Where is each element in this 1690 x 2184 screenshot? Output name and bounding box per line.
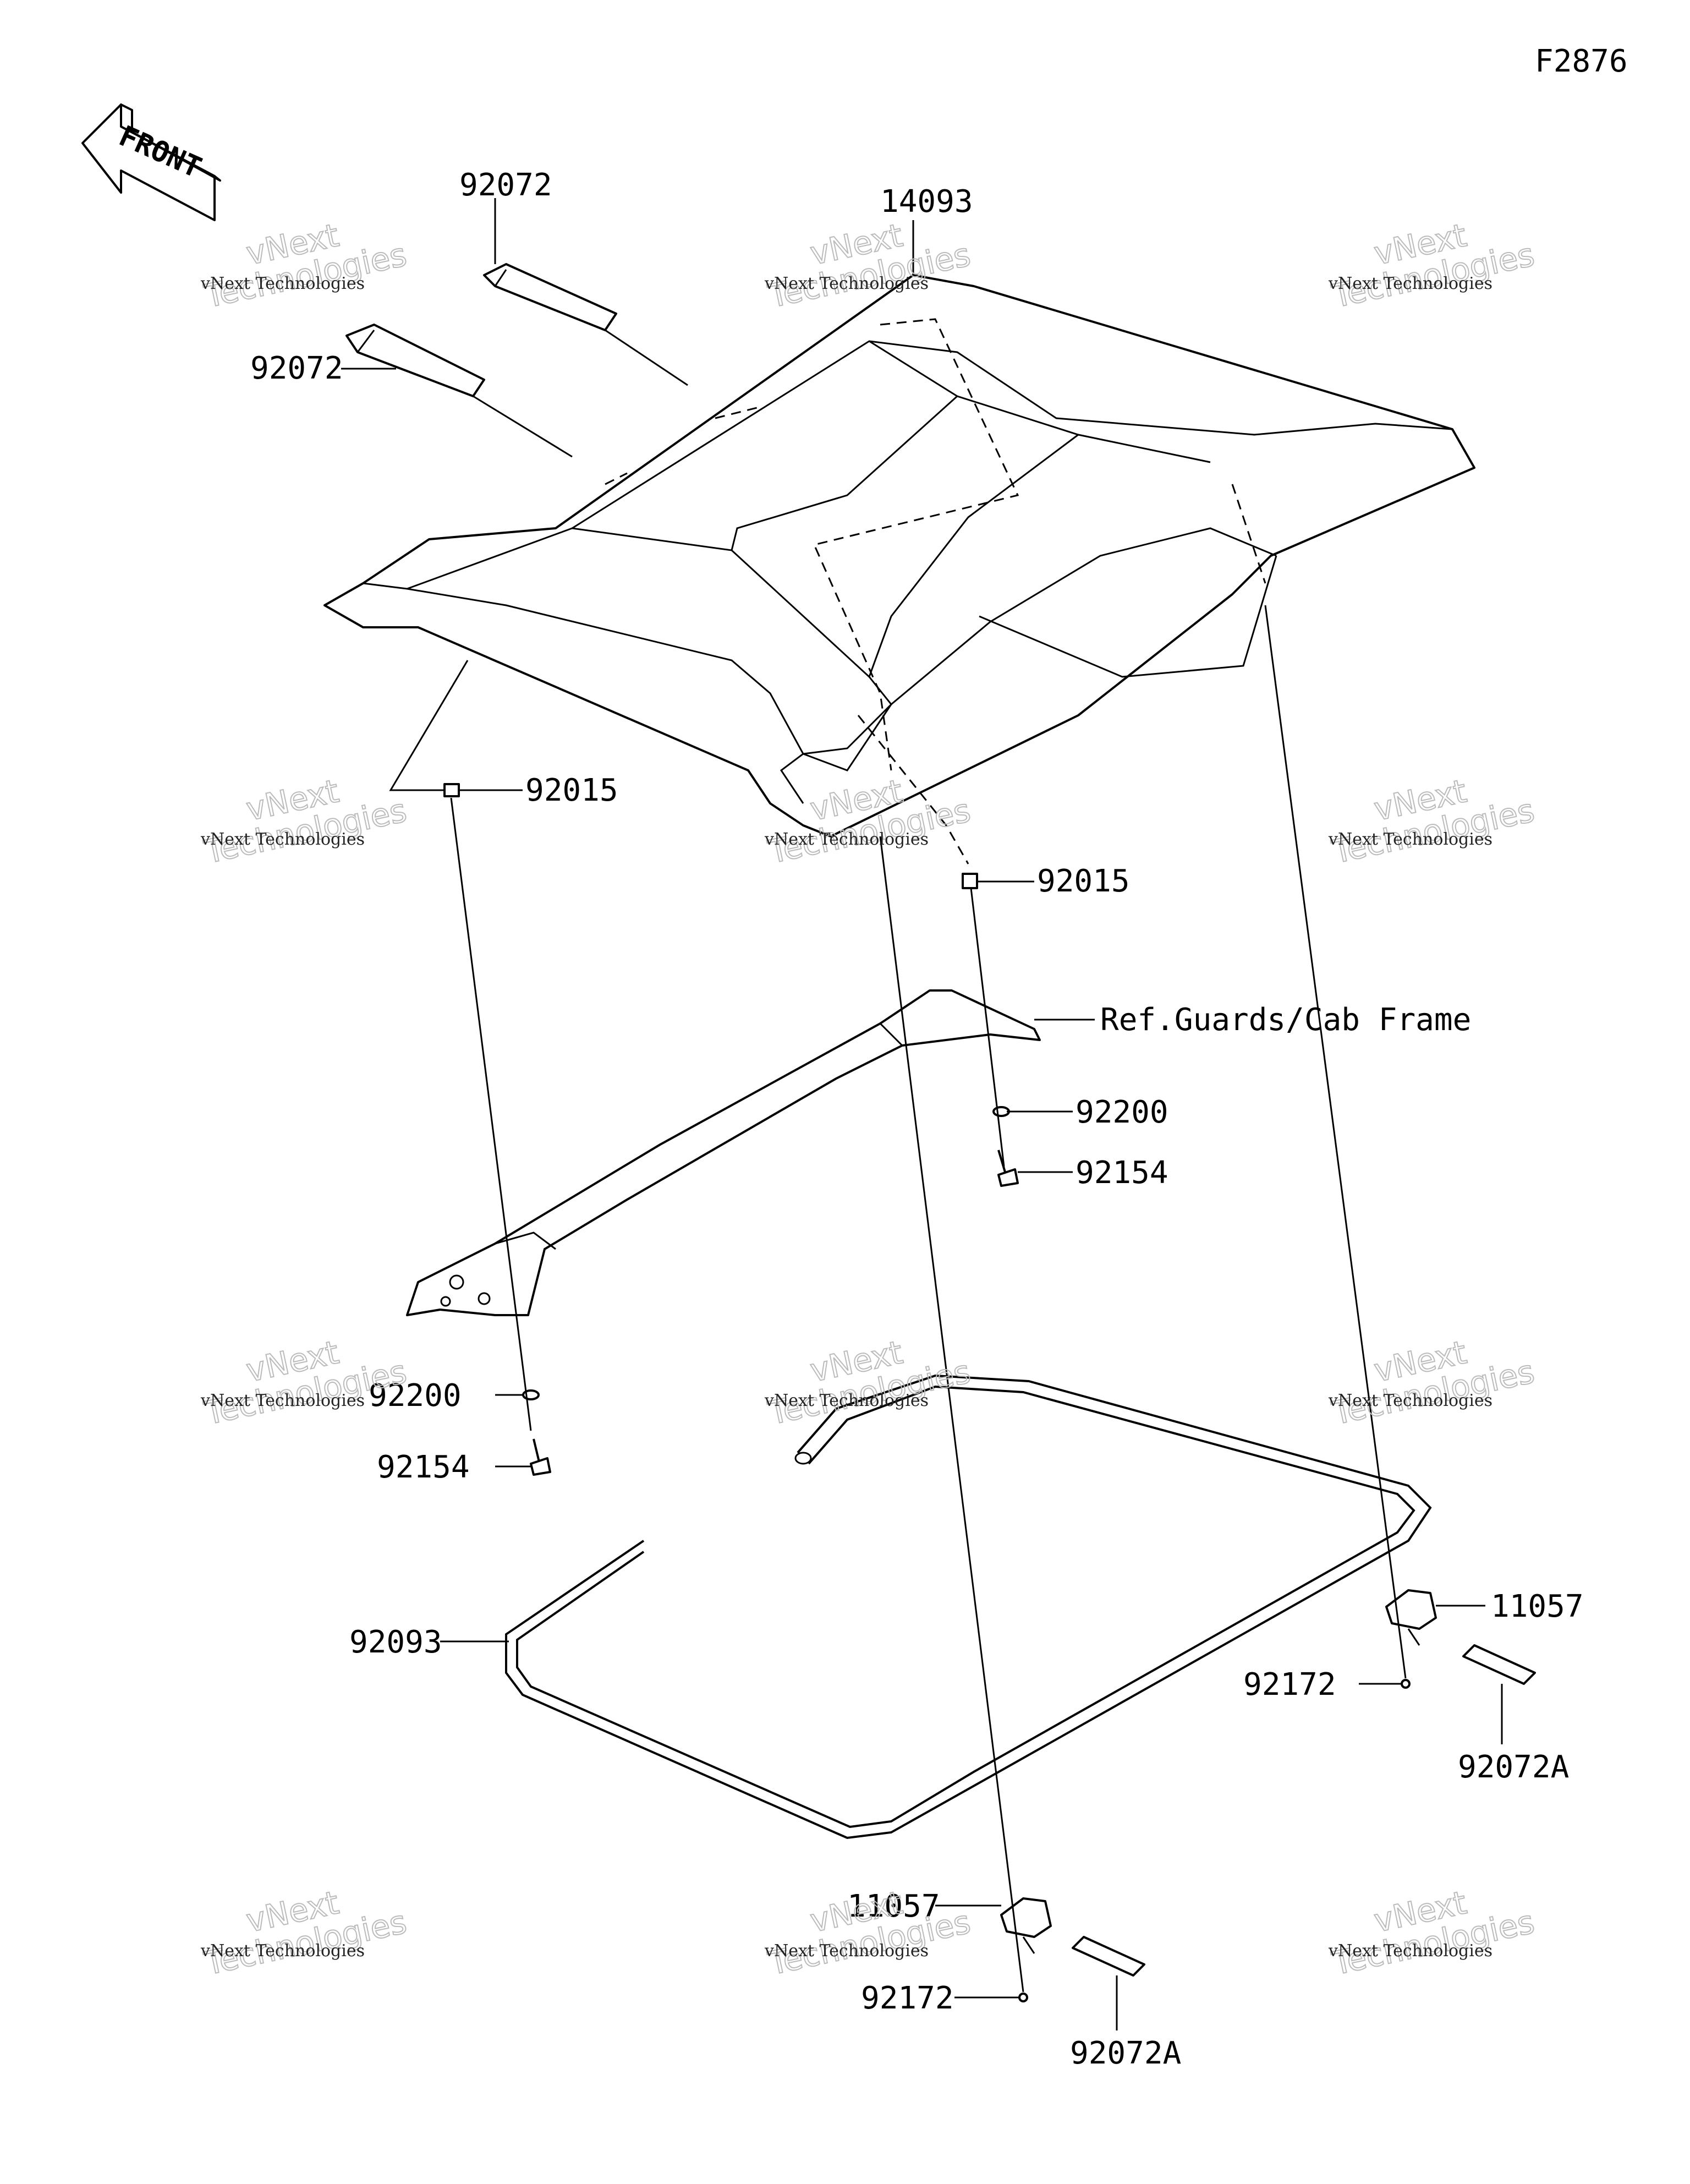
bolt-92154-right xyxy=(997,1150,1019,1187)
washer-92200-right xyxy=(992,1106,1010,1117)
callout-92015-left: 92015 xyxy=(525,773,618,808)
svg-text:vNext Technologies: vNext Technologies xyxy=(200,274,365,293)
clip-11057-right xyxy=(1385,1589,1437,1646)
svg-text:vNext Technologies: vNext Technologies xyxy=(764,1391,929,1410)
svg-text:vNext Technologies: vNext Technologies xyxy=(764,1941,929,1961)
callout-14093: 14093 xyxy=(880,184,973,220)
svg-text:vNext Technologies: vNext Technologies xyxy=(764,274,929,293)
watermark-8: Technologies vNext vNext Technologies xyxy=(764,1333,974,1432)
callout-92154-left: 92154 xyxy=(377,1449,470,1485)
leader-strap-left xyxy=(473,395,573,458)
callout-92072-top: 92072 xyxy=(459,167,552,203)
axis-left xyxy=(450,797,532,1431)
watermark-10: Technologies vNext vNext Technologies xyxy=(200,1883,410,1983)
callout-92200-right: 92200 xyxy=(1076,1094,1168,1130)
watermark-12: Technologies vNext vNext Technologies xyxy=(1328,1883,1538,1983)
svg-text:vNext Technologies: vNext Technologies xyxy=(1328,1391,1493,1410)
axis-center xyxy=(879,836,1024,1993)
leader-nut-left xyxy=(389,660,469,791)
axis-far-right xyxy=(1264,605,1407,1679)
strap-92072A-bottom xyxy=(1072,1936,1145,1977)
svg-text:vNext Technologies: vNext Technologies xyxy=(1328,1941,1493,1961)
leader-strap-top xyxy=(605,329,688,386)
strap-92072-top xyxy=(483,263,617,331)
figure-code: F2876 xyxy=(1535,43,1628,79)
door-seal-92093 xyxy=(505,1374,1432,1840)
callout-92172-bottom: 92172 xyxy=(861,1980,954,2016)
watermark-7: Technologies vNext vNext Technologies xyxy=(200,1333,410,1432)
callout-92093: 92093 xyxy=(349,1624,442,1660)
callout-92154-right: 92154 xyxy=(1076,1155,1168,1191)
svg-text:vNext Technologies: vNext Technologies xyxy=(764,830,929,849)
watermark-11: Technologies vNext vNext Technologies xyxy=(764,1883,974,1983)
callout-92072A-bottom: 92072A xyxy=(1070,2035,1181,2071)
axis-right xyxy=(970,888,1005,1167)
strap-92072-left xyxy=(345,324,485,397)
callout-92015-right: 92015 xyxy=(1037,863,1130,899)
strap-92072A-right xyxy=(1462,1644,1536,1685)
callout-92172-right: 92172 xyxy=(1243,1667,1336,1703)
callout-11057-bottom: 11057 xyxy=(847,1889,940,1924)
screw-92172-bottom xyxy=(1018,1993,1028,2002)
roof-panel xyxy=(323,274,1475,864)
watermark-9: Technologies vNext vNext Technologies xyxy=(1328,1333,1538,1432)
watermark-1: Technologies vNext vNext Technologies xyxy=(200,216,410,315)
screw-92172-right xyxy=(1401,1679,1411,1689)
cab-frame-crossbar xyxy=(406,989,1041,1316)
callout-92072A-right: 92072A xyxy=(1458,1749,1569,1785)
callout-11057-right: 11057 xyxy=(1491,1589,1584,1624)
callout-92072-left: 92072 xyxy=(250,351,343,386)
watermark-4: Technologies vNext vNext Technologies xyxy=(200,771,410,871)
callout-ref-frame: Ref.Guards/Cab Frame xyxy=(1100,1002,1471,1038)
svg-text:vNext Technologies: vNext Technologies xyxy=(200,1391,365,1410)
bolt-92154-left xyxy=(530,1438,551,1476)
watermark-6: Technologies vNext vNext Technologies xyxy=(1328,771,1538,871)
nut-92015-right xyxy=(962,873,978,889)
clip-11057-bottom xyxy=(1000,1897,1052,1954)
svg-text:vNext Technologies: vNext Technologies xyxy=(200,830,365,849)
front-arrow-icon: FRONT xyxy=(81,103,221,221)
svg-text:vNext Technologies: vNext Technologies xyxy=(1328,274,1493,293)
watermark-3: Technologies vNext vNext Technologies xyxy=(1328,216,1538,315)
callout-92200-left: 92200 xyxy=(369,1378,462,1414)
nut-92015-left xyxy=(443,783,460,797)
svg-text:vNext Technologies: vNext Technologies xyxy=(200,1941,365,1961)
svg-text:vNext Technologies: vNext Technologies xyxy=(1328,830,1493,849)
